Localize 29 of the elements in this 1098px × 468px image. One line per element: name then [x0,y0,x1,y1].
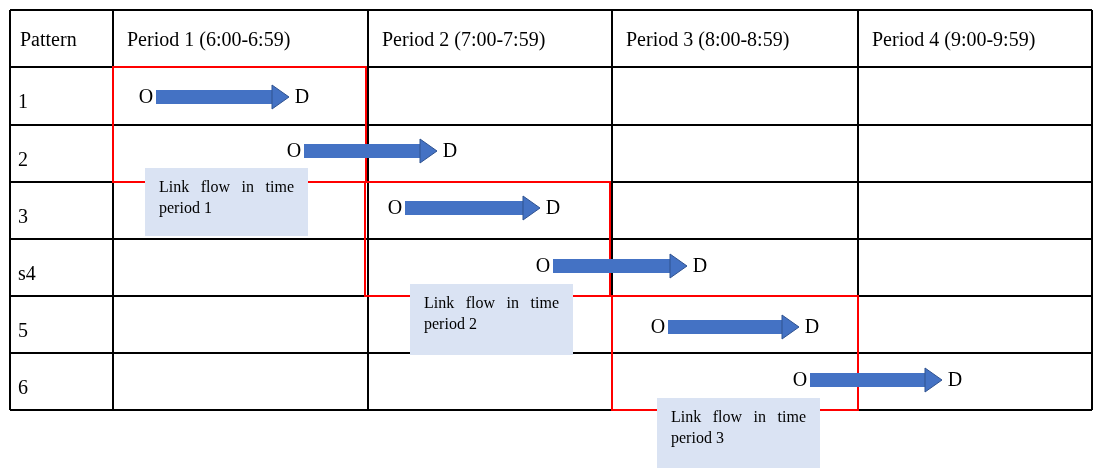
block-arrow [668,314,800,340]
block-arrow [156,84,290,110]
row-label: 5 [18,318,28,342]
column-header: Period 4 (9:00-9:59) [872,27,1036,51]
origin-label: O [137,84,155,108]
row-label: 1 [18,89,28,113]
destination-label: D [691,253,709,277]
origin-label: O [649,314,667,338]
row-label: 3 [18,204,28,228]
destination-label: D [803,314,821,338]
column-header: Period 1 (6:00-6:59) [127,27,291,51]
row-label: s4 [18,261,36,285]
callout-box: Link flow in time period 1 [145,168,308,236]
origin-label: O [534,253,552,277]
callout-box: Link flow in time period 3 [657,398,820,468]
block-arrow [810,367,943,393]
destination-label: D [293,84,311,108]
row-label: 6 [18,375,28,399]
column-header: Period 2 (7:00-7:59) [382,27,546,51]
column-header: Period 3 (8:00-8:59) [626,27,790,51]
origin-label: O [791,367,809,391]
destination-label: D [441,138,459,162]
origin-label: O [285,138,303,162]
row-label: 2 [18,147,28,171]
column-header: Pattern [20,27,77,51]
callout-box: Link flow in time period 2 [410,284,573,355]
destination-label: D [544,195,562,219]
destination-label: D [946,367,964,391]
origin-label: O [386,195,404,219]
